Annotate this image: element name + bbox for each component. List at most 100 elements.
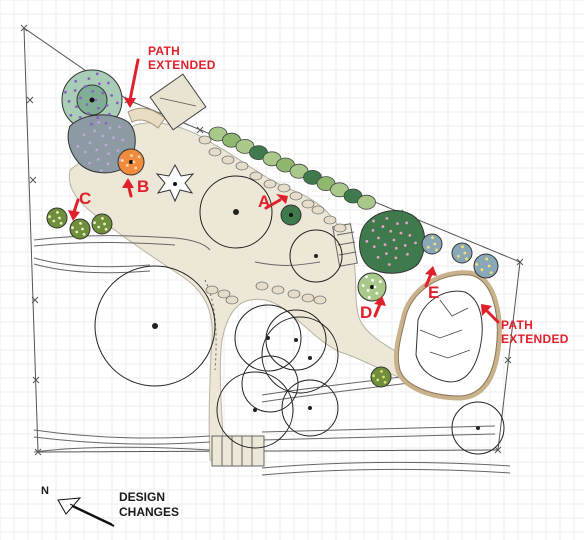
flower-dot: [487, 264, 491, 268]
flower-dot: [377, 236, 380, 240]
edging-stone: [249, 171, 263, 181]
flower-dot: [375, 291, 379, 295]
garden-path: [68, 122, 411, 461]
flower-dot: [96, 116, 100, 120]
stone-edging: [198, 135, 347, 305]
flower-dot: [115, 101, 119, 105]
shrub-orange: [117, 148, 145, 176]
border-planting-strip: [208, 126, 376, 210]
flower-dot: [104, 143, 108, 147]
flower-dot: [385, 252, 388, 256]
flower-dot: [372, 245, 376, 249]
flower-dot: [108, 126, 112, 130]
flower-dot: [365, 239, 369, 243]
flower-dot: [82, 232, 86, 236]
flower-dot: [78, 115, 82, 119]
legend-title-line-2: CHANGES: [119, 505, 180, 519]
flower-dot: [73, 89, 77, 92]
tree-trunks: [152, 209, 480, 430]
flower-dot: [88, 141, 92, 145]
label-a: A: [258, 192, 271, 211]
flower-dot: [118, 158, 122, 162]
flower-dot: [406, 252, 409, 256]
flower-dot: [105, 103, 109, 107]
note-path-extended-top: PATH EXTENDED: [148, 44, 216, 72]
note-top-line-1: PATH: [148, 44, 181, 58]
edging-stone: [323, 215, 337, 225]
flower-dot: [378, 280, 382, 284]
edging-stone: [301, 199, 315, 209]
boundary-tick: [516, 258, 524, 266]
edging-stone: [205, 285, 219, 295]
flower-dot: [95, 72, 99, 76]
flower-dot: [414, 241, 417, 245]
flower-dot: [385, 217, 389, 220]
flower-dot: [75, 230, 79, 234]
flower-dot: [112, 136, 115, 140]
flower-dot: [408, 233, 412, 237]
boundary-tick: [196, 126, 204, 134]
edging-stone: [225, 295, 239, 305]
flower-dot: [376, 256, 380, 259]
flower-dot: [475, 262, 479, 266]
flower-dot: [381, 225, 385, 228]
flower-dot: [69, 113, 73, 117]
label-b: B: [137, 177, 150, 196]
flower-dot: [366, 289, 370, 292]
edging-stone: [263, 179, 277, 189]
border-plant: [357, 194, 376, 210]
flower-dot: [463, 251, 467, 255]
flower-dot: [130, 154, 133, 157]
path-extension-top: [127, 107, 166, 129]
flower-dot: [371, 228, 375, 232]
flower-dot: [387, 263, 391, 266]
flower-dot: [399, 231, 403, 235]
flower-dot: [405, 221, 409, 225]
flower-dot: [97, 82, 101, 86]
edging-stone: [271, 285, 285, 295]
flower-dot: [367, 296, 371, 299]
arbor-structure: [149, 73, 207, 131]
flower-dot: [480, 268, 484, 272]
flower-dot: [59, 221, 63, 225]
flower-dot: [81, 227, 84, 231]
flower-dot: [394, 256, 398, 260]
note-top-line-2: EXTENDED: [148, 58, 216, 72]
flower-dot: [116, 149, 120, 153]
flower-dot: [71, 226, 74, 230]
flower-dot: [107, 152, 111, 156]
flower-dot: [67, 99, 71, 103]
flower-dots: [48, 72, 493, 384]
flower-dot: [456, 254, 460, 258]
flower-dot: [380, 369, 383, 373]
flower-dot: [373, 285, 377, 289]
flower-dot: [85, 103, 89, 106]
flower-dot: [93, 221, 96, 225]
flower-dot: [101, 134, 105, 138]
flower-dot: [396, 222, 399, 226]
legend-title: DESIGN CHANGES: [119, 490, 179, 520]
flower-dot: [104, 227, 108, 231]
flower-dot: [58, 216, 61, 220]
label-e: E: [428, 283, 440, 302]
flower-dot: [84, 150, 87, 154]
boundary-tick: [26, 96, 34, 104]
flower-dot: [48, 215, 51, 219]
flower-dot: [106, 162, 110, 166]
flower-dot: [82, 133, 86, 137]
edging-stone: [217, 289, 231, 299]
flower-dot: [121, 159, 124, 162]
edging-stone: [221, 155, 235, 165]
flower-dot: [87, 112, 90, 115]
boundary-tick: [31, 296, 39, 304]
edging-stone: [208, 147, 222, 157]
flower-dot: [95, 148, 99, 152]
note-right-line-2: EXTENDED: [501, 332, 569, 346]
edging-stone: [333, 223, 347, 233]
flower-dot: [392, 238, 396, 242]
flower-dot: [394, 246, 398, 250]
flower-dot: [89, 122, 93, 126]
flower-dot: [485, 257, 489, 261]
flower-dot: [96, 157, 100, 161]
